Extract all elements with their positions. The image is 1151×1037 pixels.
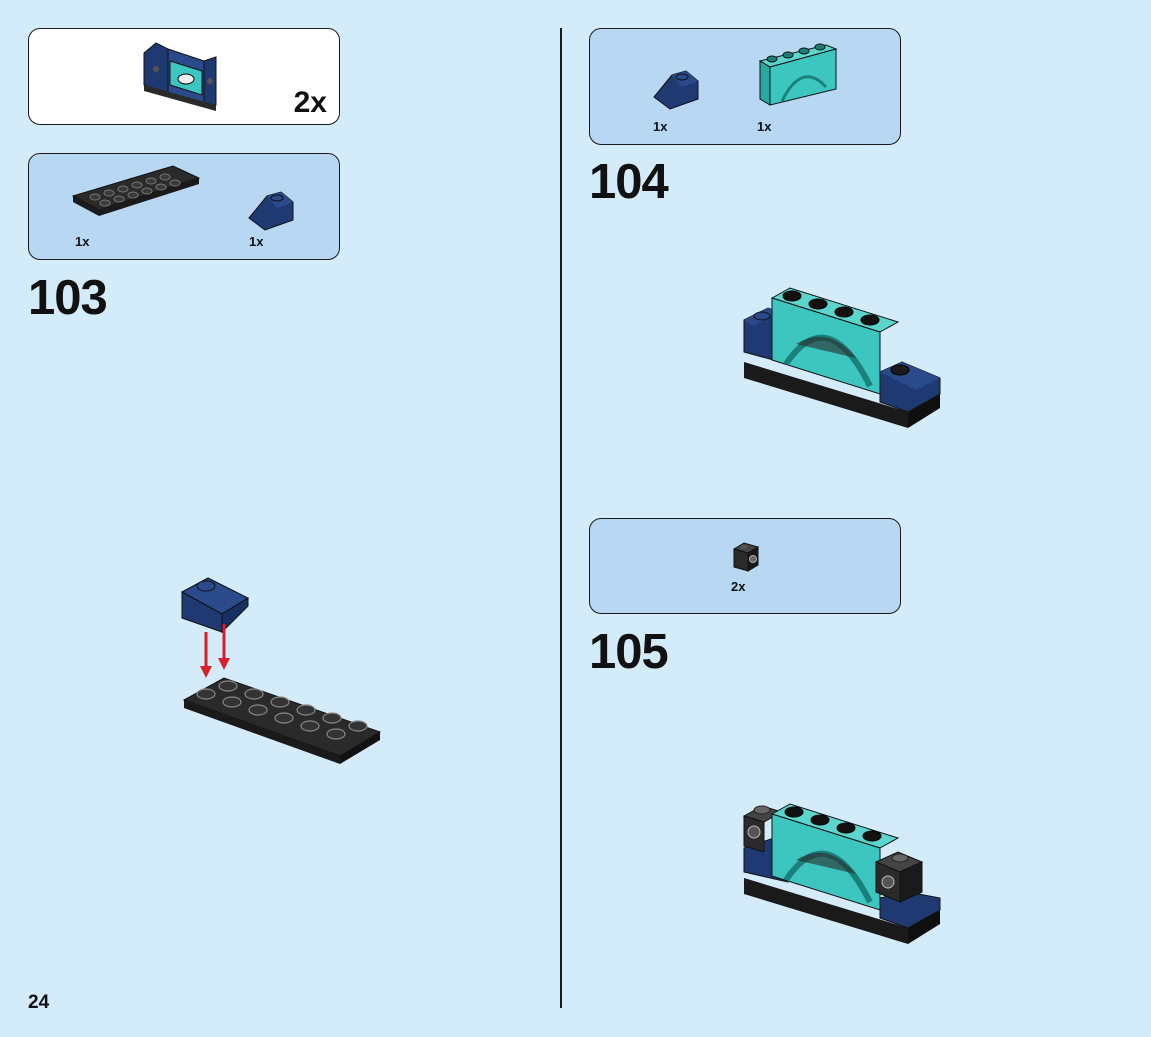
page-number: 24 [28,992,50,1013]
parts-list-105: 2x [589,518,901,614]
subassembly-callout: 2x [28,28,340,125]
step-number-105: 105 [589,625,669,679]
black-plate-icon [71,165,201,216]
step-104-illustration [743,287,941,428]
part-qty: 1x [653,119,668,134]
part-qty: 1x [757,119,772,134]
placement-arrows [200,624,230,678]
step-103-illustration [180,577,382,764]
subassembly-model-icon [143,42,217,111]
parts-list-104: 1x 1x [589,28,901,145]
column-divider [560,28,562,1008]
step-number-103: 103 [28,271,108,325]
subassembly-multiplier: 2x [293,86,327,119]
black-headlight-brick-icon [732,542,760,572]
part-qty: 2x [731,579,746,594]
step-105-illustration [742,803,941,944]
dark-blue-slope-icon [653,70,699,110]
step-number-104: 104 [589,155,669,209]
part-qty: 1x [249,234,264,249]
part-qty: 1x [75,234,90,249]
parts-list-103: 1x 1x [28,153,340,260]
dark-blue-slope-icon [248,191,294,231]
teal-fence-icon [758,43,838,106]
